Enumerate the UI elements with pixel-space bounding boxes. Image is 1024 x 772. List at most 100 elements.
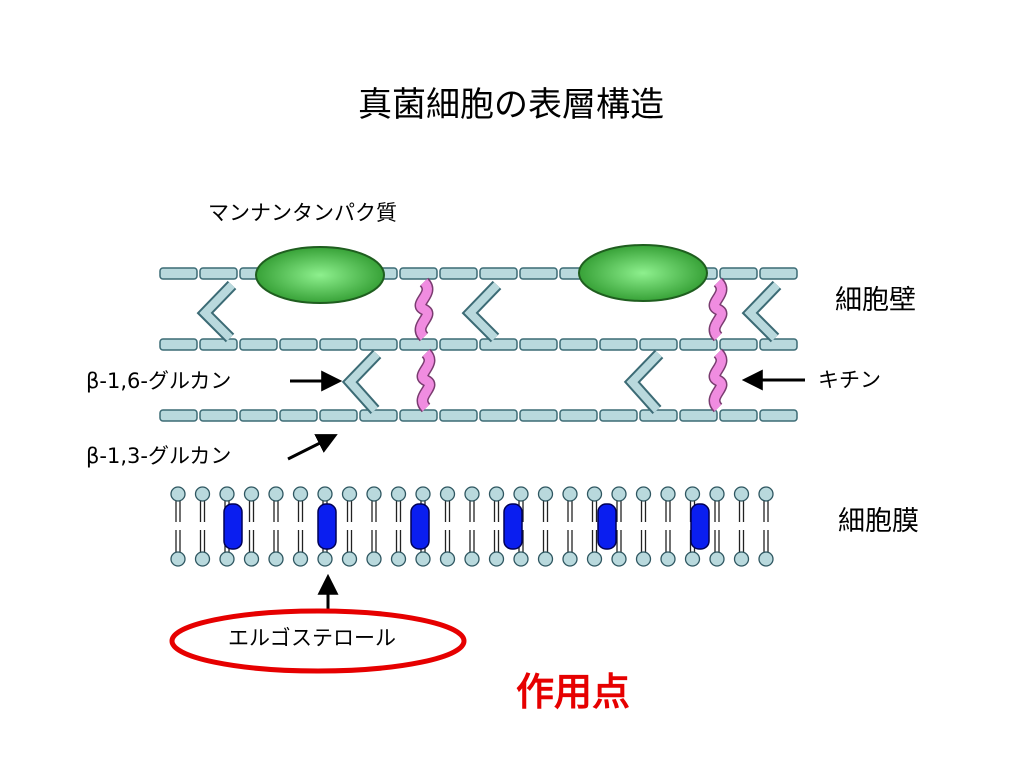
glucan-segment (199, 338, 238, 351)
ergosterol-molecule (223, 503, 243, 550)
lipid-head (439, 551, 456, 567)
lipid-head (219, 551, 235, 567)
lipid-head (611, 551, 627, 567)
lipid-head (292, 551, 309, 567)
glucan-segment (599, 409, 638, 422)
glucan-segment (719, 409, 758, 422)
mannan-protein (255, 246, 385, 304)
cell-wall-label: 細胞壁 (835, 285, 916, 316)
glucan-segment (159, 338, 198, 351)
lipid-head (635, 486, 652, 502)
beta-1-6-glucan-label: β-1,6-グルカン (86, 369, 232, 393)
lipid-head (586, 551, 603, 567)
ergosterol-molecule (690, 503, 710, 550)
glucan-segment (519, 409, 558, 422)
lipid-head (268, 486, 284, 502)
glucan-segment (239, 409, 278, 422)
lipid-head (537, 551, 554, 567)
lipid-head (537, 486, 554, 502)
lipid-head (194, 551, 211, 567)
glucan-segment (439, 409, 478, 422)
glucan-segment (639, 338, 678, 351)
chitin-fibre (416, 278, 432, 341)
lipid-head (439, 486, 456, 502)
lipid-head (488, 551, 505, 567)
glucan-segment (559, 409, 598, 422)
glucan-segment (759, 338, 798, 351)
mannan-protein-label: マンナンタンパク質 (208, 201, 397, 225)
lipid-head (170, 551, 186, 567)
glucan-segment (239, 338, 278, 351)
beta-1-6-glucan-linker-core (199, 282, 235, 341)
glucan-segment (199, 409, 238, 422)
lipid-head (733, 486, 750, 502)
lipid-head (464, 551, 480, 567)
glucan-segment (399, 338, 438, 351)
glucan-segment (719, 338, 758, 351)
lipid-head (758, 486, 774, 502)
lipid-head (317, 551, 333, 567)
lipid-head (586, 486, 603, 502)
lipid-head (684, 486, 701, 502)
glucan-segment (719, 267, 758, 280)
glucan-segment (279, 338, 318, 351)
glucan-segment (759, 267, 798, 280)
beta-1-6-glucan-linker-core (464, 282, 500, 341)
lipid-head (709, 551, 725, 567)
lipid-head (660, 551, 676, 567)
lipid-head (366, 486, 382, 502)
lipid-head (635, 551, 652, 567)
beta-1-6-glucan-linker-core (626, 351, 662, 413)
glucan-segment (359, 409, 398, 422)
beta-1-6-glucan-linker-core (744, 282, 780, 341)
lipid-head (390, 551, 407, 567)
glucan-segment (599, 338, 638, 351)
lipid-head (758, 551, 774, 567)
lipid-head (464, 486, 480, 502)
ergosterol-molecule (317, 503, 337, 550)
lipid-head (194, 486, 211, 502)
glucan-segment (159, 267, 198, 280)
glucan-segment (319, 338, 358, 351)
lipid-head (513, 551, 529, 567)
glucan-segment (759, 409, 798, 422)
glucan-segment (199, 267, 238, 280)
glucan-segment (519, 338, 558, 351)
glucan-segment (479, 267, 518, 280)
target-site-label: 作用点 (516, 670, 631, 714)
glucan-segment (399, 409, 438, 422)
glucan-segment (439, 338, 478, 351)
chitin-fibre (710, 278, 726, 341)
lipid-head (684, 551, 701, 567)
lipid-head (341, 551, 358, 567)
lipid-head (292, 486, 309, 502)
ergosterol-highlight-ellipse (169, 608, 467, 674)
lipid-head (562, 551, 578, 567)
glucan-segment (519, 267, 558, 280)
lipid-head (243, 551, 260, 567)
glucan-segment (679, 409, 718, 422)
lipid-head (219, 486, 235, 502)
cell-membrane-layer (170, 486, 774, 567)
glucan-segment (479, 409, 518, 422)
chitin-fibre (418, 349, 434, 412)
beta-1-3-glucan-label: β-1,3-グルカン (86, 444, 232, 468)
lipid-head (390, 486, 407, 502)
glucan-segment (479, 338, 518, 351)
lipid-head (366, 551, 382, 567)
arrow-layer (169, 369, 805, 674)
ergosterol-molecule (503, 503, 523, 550)
lipid-head (733, 551, 750, 567)
ergosterol-molecule (410, 503, 430, 550)
lipid-head (709, 486, 725, 502)
cell-membrane-label: 細胞膜 (838, 506, 919, 537)
glucan-segment (559, 338, 598, 351)
glucan-segment (319, 409, 358, 422)
lipid-head (415, 551, 431, 567)
ergosterol-label: エルゴステロール (228, 626, 396, 650)
lipid-head (268, 551, 284, 567)
glucan-segment (399, 267, 438, 280)
glucan-segment (679, 338, 718, 351)
lipid-head (513, 486, 529, 502)
